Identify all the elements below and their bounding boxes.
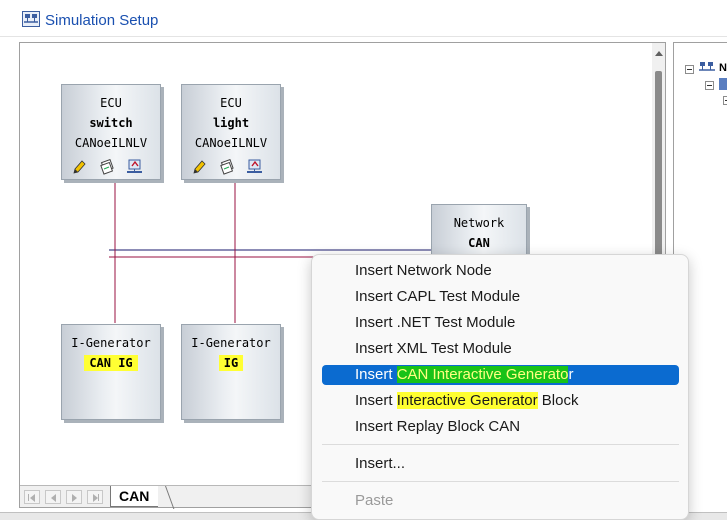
menu-separator: [322, 481, 679, 482]
menu-item-insert-can-interactive-generator[interactable]: Insert CAN Interactive Generator: [322, 365, 679, 385]
pages-icon[interactable]: [98, 158, 116, 175]
menu-item-paste: Paste: [355, 492, 394, 509]
ecu-block-light[interactable]: ECU light CANoeILNLV: [181, 84, 281, 180]
menu-item-label-highlight: CAN Interactive Generato: [396, 366, 569, 383]
block-name-label: light: [212, 116, 250, 130]
block-name-label: IG: [218, 355, 244, 371]
menu-item-insert-capl-test-module[interactable]: Insert CAPL Test Module: [355, 288, 521, 305]
block-name-label: CAN: [468, 236, 490, 250]
title-divider: [0, 36, 727, 37]
menu-item-insert-xml-test-module[interactable]: Insert XML Test Module: [355, 340, 512, 357]
next-tab-icon[interactable]: [66, 490, 82, 504]
network-tree-icon: [698, 60, 716, 81]
ecu-block-switch[interactable]: ECU switch CANoeILNLV: [61, 84, 161, 180]
menu-item-label-highlight: Interactive Generator: [396, 392, 538, 409]
igenerator-block-can-ig[interactable]: I-Generator CAN IG: [61, 324, 161, 420]
block-type-label: I-Generator: [191, 336, 271, 350]
first-tab-icon[interactable]: [24, 490, 40, 504]
network-block-can[interactable]: Network CAN: [431, 204, 527, 260]
menu-item-insert-replay-block-can[interactable]: Insert Replay Block CAN: [355, 418, 521, 435]
menu-item-label-suffix: r: [568, 366, 574, 383]
window-titlebar: Simulation Setup: [0, 0, 727, 38]
collapse-icon[interactable]: [723, 96, 727, 105]
block-type-label: ECU: [220, 96, 242, 110]
tree-node-label[interactable]: N: [719, 62, 727, 74]
block-name-label: switch: [89, 116, 133, 130]
block-type-label: ECU: [100, 96, 122, 110]
previous-tab-icon[interactable]: [45, 490, 61, 504]
monitor-icon[interactable]: [246, 159, 264, 175]
block-type-label: Network: [453, 216, 505, 230]
network-setup-icon: [22, 11, 40, 27]
pencil-icon[interactable]: [190, 159, 208, 175]
menu-separator: [322, 444, 679, 445]
tab-can[interactable]: CAN: [110, 486, 158, 507]
igenerator-block-ig[interactable]: I-Generator IG: [181, 324, 281, 420]
menu-item-insert-network-node[interactable]: Insert Network Node: [355, 262, 492, 279]
menu-item-insert-net-test-module[interactable]: Insert .NET Test Module: [355, 314, 516, 331]
monitor-icon[interactable]: [126, 159, 144, 175]
collapse-icon[interactable]: [685, 65, 694, 74]
block-name-label: CAN IG: [84, 355, 138, 371]
block-config-label: CANoeILNLV: [74, 136, 148, 150]
last-tab-icon[interactable]: [87, 490, 103, 504]
scroll-up-icon[interactable]: [655, 51, 663, 56]
menu-item-insert-interactive-generator-block[interactable]: Insert Interactive Generator Block: [322, 391, 679, 411]
pages-icon[interactable]: [218, 158, 236, 175]
menu-item-insert-more[interactable]: Insert...: [355, 455, 406, 472]
menu-item-label-prefix: Insert: [355, 366, 397, 383]
scrollbar-thumb[interactable]: [655, 71, 662, 321]
window-title: Simulation Setup: [45, 12, 159, 29]
menu-item-label-suffix: Block: [537, 392, 579, 409]
block-config-label: CANoeILNLV: [194, 136, 268, 150]
menu-item-label-prefix: Insert: [355, 392, 397, 409]
context-menu: Insert Network Node Insert CAPL Test Mod…: [311, 254, 689, 520]
block-type-label: I-Generator: [71, 336, 151, 350]
collapse-icon[interactable]: [705, 81, 714, 90]
bus-tree-icon: [718, 77, 727, 96]
pencil-icon[interactable]: [70, 159, 88, 175]
setup-canvas[interactable]: ECU switch CANoeILNLV ECU light CANoeILN…: [20, 43, 665, 485]
